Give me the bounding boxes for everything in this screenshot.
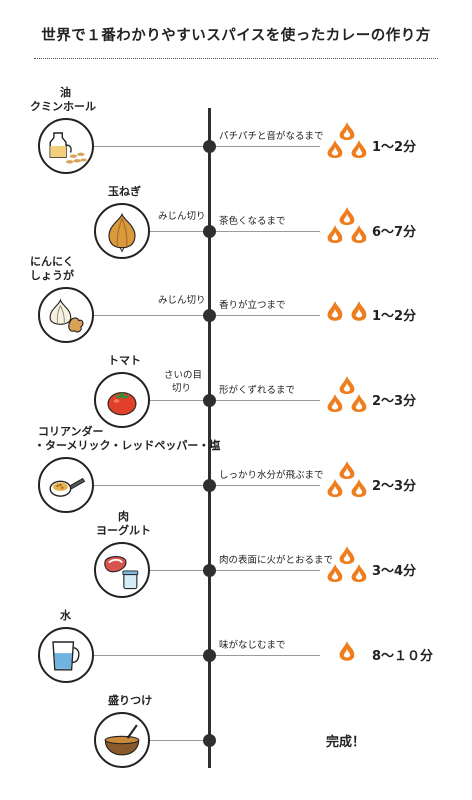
step-connector [120, 400, 320, 401]
prep-method: さいの目 [164, 370, 203, 381]
prep-method-2: 切り [172, 383, 192, 394]
step-action: パチパチと音がなるまで [219, 131, 324, 142]
ingredient-label-2: ヨーグルト [96, 524, 151, 537]
cook-time: 2〜3分 [372, 394, 417, 409]
strong-heat-flame-icon [322, 546, 372, 590]
step-8: 盛りつけ 完成！ [0, 694, 472, 768]
step-connector [120, 740, 216, 741]
water-cup-icon [38, 627, 94, 683]
step-connector [66, 485, 320, 486]
timeline-node [203, 649, 216, 662]
cook-time: 2〜3分 [372, 479, 417, 494]
step-action: 肉の表面に火がとおるまで [219, 555, 334, 566]
ingredient-label: 盛りつけ [108, 694, 153, 707]
step-1: 油 クミンホール パチパチと音がなるまで 1〜2分 [0, 86, 472, 174]
oil-bottle-cumin-icon [38, 118, 94, 174]
ingredient-label: 水 [60, 609, 71, 622]
weak-heat-flame-icon [322, 641, 372, 685]
strong-heat-flame-icon [322, 122, 372, 166]
step-connector [66, 146, 320, 147]
step-action: 茶色くなるまで [219, 216, 286, 227]
step-connector [120, 570, 320, 571]
strong-heat-flame-icon [322, 461, 372, 505]
step-2: 玉ねぎ みじん切り 茶色くなるまで 6〜7分 [0, 185, 472, 259]
page-title: 世界で１番わかりやすいスパイスを使ったカレーの作り方 [41, 28, 431, 44]
timeline-node [203, 564, 216, 577]
curry-bowl-icon [94, 712, 150, 768]
ingredient-label: 肉 [118, 510, 129, 523]
ingredient-label: コリアンダー [38, 425, 104, 438]
timeline-axis [208, 108, 211, 768]
medium-heat-flame-icon [322, 301, 372, 345]
cook-time: 1〜2分 [372, 140, 417, 155]
timeline-node [203, 140, 216, 153]
ingredient-label: にんにく [30, 255, 74, 268]
step-action: しっかり水分が飛ぶまで [219, 470, 324, 481]
timeline-node [203, 734, 216, 747]
title-divider [34, 58, 438, 59]
step-3: にんにく しょうが みじん切り 香りが立つまで 1〜2分 [0, 255, 472, 343]
timeline-node [203, 309, 216, 322]
step-connector [66, 315, 320, 316]
timeline-node [203, 479, 216, 492]
cook-time: 8〜１０分 [372, 649, 434, 664]
step-connector [66, 655, 320, 656]
meat-yogurt-icon [94, 542, 150, 598]
tomato-icon [94, 372, 150, 428]
ingredient-label: 玉ねぎ [108, 185, 141, 198]
timeline-node [203, 394, 216, 407]
cook-time: 1〜2分 [372, 309, 417, 324]
strong-heat-flame-icon [322, 376, 372, 420]
step-6: 肉 ヨーグルト 肉の表面に火がとおるまで 3〜4分 [0, 510, 472, 598]
strong-heat-flame-icon [322, 207, 372, 251]
step-7: 水 味がなじむまで 8〜１０分 [0, 609, 472, 683]
completion-label: 完成！ [326, 735, 366, 750]
ingredient-label-2: クミンホール [30, 100, 96, 113]
ingredient-label: トマト [108, 354, 141, 367]
step-action: 香りが立つまで [219, 300, 286, 311]
step-5: コリアンダー ・ターメリック・レッドペッパー・塩 しっかり水分が飛ぶまで 2〜3… [0, 425, 472, 513]
step-action: 形がくずれるまで [219, 385, 296, 396]
cook-time: 3〜4分 [372, 564, 417, 579]
step-4: トマト さいの目 切り 形がくずれるまで 2〜3分 [0, 354, 472, 428]
cook-time: 6〜7分 [372, 225, 417, 240]
ingredient-label-2: ・ターメリック・レッドペッパー・塩 [34, 439, 221, 452]
onion-icon [94, 203, 150, 259]
ingredient-label: 油 [60, 86, 71, 99]
spice-spoon-icon [38, 457, 94, 513]
garlic-ginger-icon [38, 287, 94, 343]
timeline-node [203, 225, 216, 238]
step-connector [120, 231, 320, 232]
prep-method: みじん切り [158, 211, 206, 222]
ingredient-label-2: しょうが [30, 269, 74, 282]
prep-method: みじん切り [158, 295, 206, 306]
step-action: 味がなじむまで [219, 640, 286, 651]
